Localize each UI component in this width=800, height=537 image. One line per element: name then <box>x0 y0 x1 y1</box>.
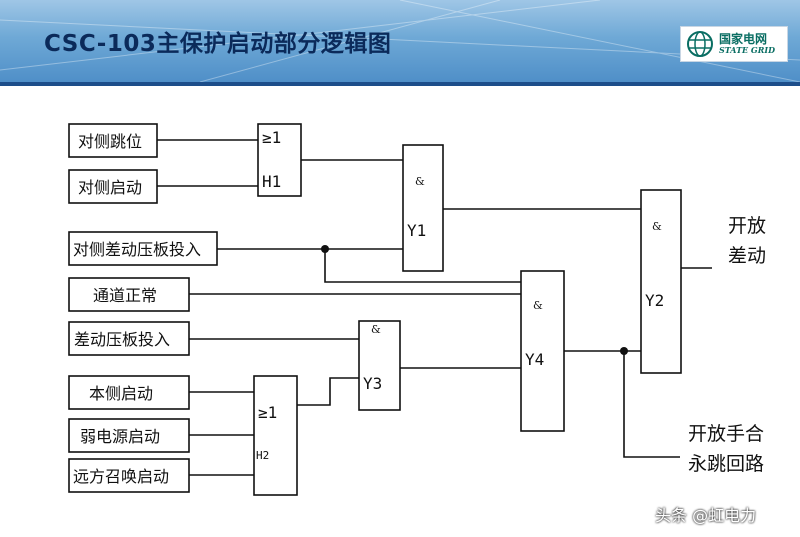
input-label: 差动压板投入 <box>74 330 170 349</box>
input-box-remote-call <box>68 458 190 493</box>
input-label: 弱电源启动 <box>80 427 160 446</box>
input-label: 对侧跳位 <box>78 132 142 151</box>
gate-y1-name: Y1 <box>407 221 426 240</box>
output-trip-line1: 开放手合 <box>688 423 764 445</box>
gate-y3-name: Y3 <box>363 374 382 393</box>
state-grid-logo: 国家电网 STATE GRID <box>680 26 788 62</box>
gate-h2 <box>253 375 298 496</box>
signal-wires <box>157 139 712 476</box>
output-diff-line1: 开放 <box>728 215 766 237</box>
gate-y1-symbol: & <box>415 175 425 188</box>
gate-y3-symbol: & <box>371 323 381 336</box>
output-diff-line2: 差动 <box>728 245 766 267</box>
gate-y2-name: Y2 <box>645 291 664 310</box>
header-divider <box>0 82 800 86</box>
gate-y4-name: Y4 <box>525 350 544 369</box>
gate-y2-symbol: & <box>652 220 662 233</box>
header-pattern <box>0 0 800 82</box>
input-box-local-start <box>68 375 190 410</box>
gate-h1-symbol: ≥1 <box>262 128 281 147</box>
watermark: 头条 @虹电力 <box>655 506 757 525</box>
gate-y3 <box>358 320 401 411</box>
gate-h2-name: H2 <box>256 449 269 462</box>
slide-header: CSC-103主保护启动部分逻辑图 国家电网 STATE GRID <box>0 0 800 82</box>
gate-y4-symbol: & <box>533 299 543 312</box>
input-box-weak-source <box>68 418 190 453</box>
input-label: 通道正常 <box>93 286 157 305</box>
junction-dot <box>321 245 329 253</box>
input-label: 对侧启动 <box>78 178 142 197</box>
slide-title: CSC-103主保护启动部分逻辑图 <box>44 31 392 57</box>
junction-dot <box>620 347 628 355</box>
gate-h1 <box>257 123 302 197</box>
gate-h2-symbol: ≥1 <box>258 403 277 422</box>
logo-text-en: STATE GRID <box>719 45 776 55</box>
input-box-remote-start <box>68 169 158 204</box>
gate-h1-name: H1 <box>262 172 281 191</box>
logo-text-cn: 国家电网 <box>719 32 768 46</box>
input-label: 本侧启动 <box>89 384 153 403</box>
output-trip-line2: 永跳回路 <box>688 453 764 475</box>
input-label: 远方召唤启动 <box>73 467 169 486</box>
gate-y1 <box>402 144 444 272</box>
gate-y2 <box>640 189 682 374</box>
globe-icon <box>687 31 713 57</box>
input-label: 对侧差动压板投入 <box>73 240 201 259</box>
